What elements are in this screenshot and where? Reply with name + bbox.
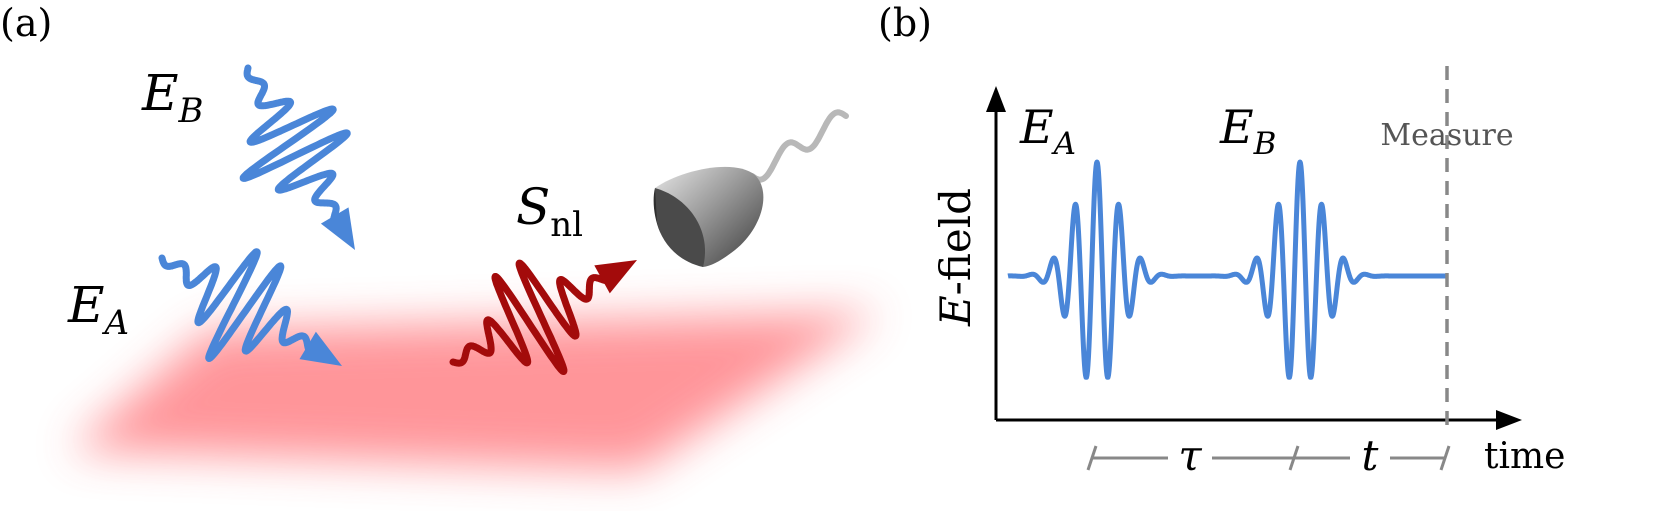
pulse-a-label: EA xyxy=(1019,100,1076,162)
delay-tau-label: τ xyxy=(1178,431,1202,480)
signal-s-nl xyxy=(449,259,637,375)
y-axis-label: E-field xyxy=(931,188,980,327)
panel-b-label: (b) xyxy=(878,1,932,45)
label-s-nl: Snl xyxy=(516,178,583,245)
x-axis-label: time xyxy=(1484,436,1565,477)
panel-a: (a) EB EA Snl xyxy=(0,1,880,470)
detector-icon xyxy=(653,109,849,267)
label-e-a: EA xyxy=(67,276,129,343)
panel-b: (b) E-field time EA EB Measure τ t xyxy=(878,1,1565,480)
measure-label: Measure xyxy=(1380,118,1513,153)
pulse-e-b xyxy=(239,64,355,250)
pulse-b-label: EB xyxy=(1219,100,1276,162)
delay-markers xyxy=(1086,445,1451,471)
sample-plane xyxy=(70,312,880,470)
x-axis-arrow-icon xyxy=(1496,410,1522,430)
pulse-e-a xyxy=(158,248,342,366)
label-e-b: EB xyxy=(141,64,204,131)
field-waveform xyxy=(1006,159,1448,380)
y-axis-arrow-icon xyxy=(986,86,1006,112)
panel-a-label: (a) xyxy=(0,1,52,45)
delay-t-label: t xyxy=(1362,431,1379,480)
